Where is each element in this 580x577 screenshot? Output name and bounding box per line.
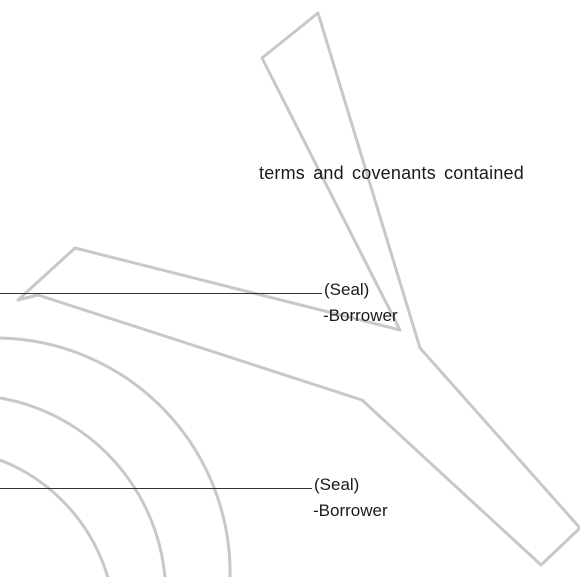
signature-line-1 [0,293,322,294]
watermark-arc-inner [0,458,110,577]
watermark-y-shape [16,11,580,567]
body-text-line: terms and covenants contained [259,163,524,183]
signature-line-2 [0,488,312,489]
borrower-label-2: -Borrower [313,501,388,520]
seal-label-2: (Seal) [314,475,360,494]
seal-label-1: (Seal) [324,280,370,299]
watermark-arc-outer [0,336,232,577]
borrower-label-1: -Borrower [323,306,398,325]
